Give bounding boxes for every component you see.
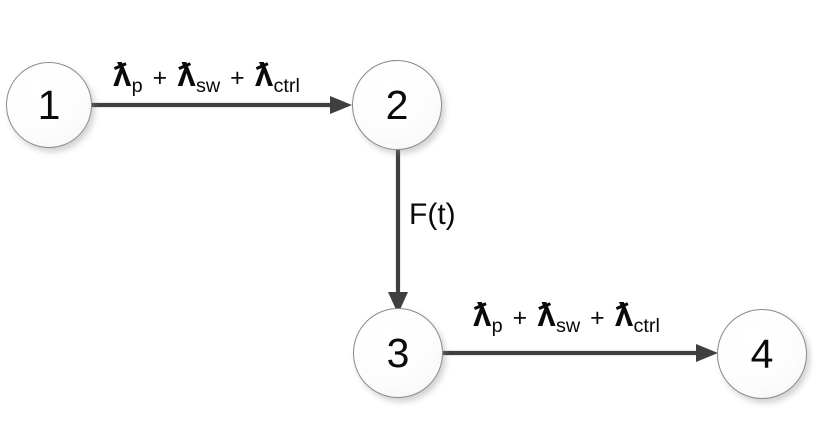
lambda-glyph: ƛ: [473, 296, 492, 333]
lambda-subscript-sw: sw: [195, 74, 221, 97]
node-2[interactable]: 2: [352, 60, 442, 150]
node-1[interactable]: 1: [6, 62, 92, 148]
edge-3-to-4-arrowhead: [696, 344, 718, 362]
lambda-glyph: ƛ: [614, 296, 634, 333]
plus-sign-2: +: [590, 305, 605, 332]
edge-2-to-3: [388, 150, 408, 314]
node-4[interactable]: 4: [717, 309, 807, 399]
lambda-subscript-ctrl: ctrl: [633, 314, 660, 337]
edge-3-to-4: [443, 344, 718, 362]
edge-2-to-3-arrowhead: [388, 292, 408, 314]
plus-sign-2: +: [230, 65, 245, 92]
lambda-glyph: ƛ: [177, 56, 196, 93]
node-3[interactable]: 3: [353, 308, 443, 398]
lambda-subscript-ctrl: ctrl: [273, 74, 300, 97]
lambda-glyph: ƛ: [113, 56, 132, 93]
node-1-label: 1: [37, 81, 61, 128]
lambda-subscript-p: p: [131, 74, 143, 97]
node-3-label: 3: [386, 329, 410, 376]
edge-2-to-3-label: F(t): [409, 198, 456, 231]
edge-1-to-2-arrowhead: [330, 96, 352, 114]
node-2-label: 2: [385, 81, 409, 128]
edge-1-to-2-label: ƛp + ƛsw + ƛctrl: [113, 56, 300, 98]
edge-1-to-2: [91, 96, 352, 114]
edge-3-to-4-label: ƛp + ƛsw + ƛctrl: [473, 296, 660, 338]
plus-sign-1: +: [152, 65, 168, 92]
lambda-subscript-p: p: [491, 314, 503, 337]
lambda-subscript-sw: sw: [555, 314, 581, 337]
node-4-label: 4: [750, 330, 774, 377]
lambda-glyph: ƛ: [537, 296, 556, 333]
plus-sign-1: +: [512, 305, 528, 332]
lambda-glyph: ƛ: [254, 56, 274, 93]
